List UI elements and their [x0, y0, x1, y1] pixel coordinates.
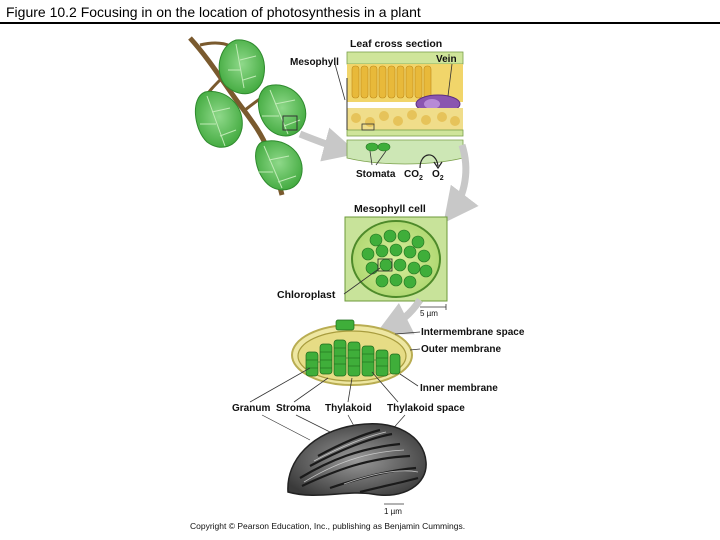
granum-label: Granum — [232, 403, 270, 414]
mesophyll-label: Mesophyll — [290, 57, 339, 68]
outer-membrane-label: Outer membrane — [421, 344, 501, 355]
stomata-label: Stomata — [356, 169, 396, 180]
mesophyll-cell-label: Mesophyll cell — [354, 203, 426, 215]
stroma-label: Stroma — [276, 403, 311, 414]
o2-subscript: 2 — [440, 175, 444, 182]
mesophyll-pointer — [335, 64, 345, 100]
leaf-4 — [256, 141, 303, 190]
leaf-3 — [258, 85, 305, 136]
scale-1um-label: 1 µm — [384, 507, 402, 516]
co2-subscript: 2 — [419, 175, 423, 182]
inner-membrane-pointer — [400, 374, 418, 386]
intermembrane-space-label: Intermembrane space — [421, 327, 525, 338]
leaf-1 — [219, 40, 264, 94]
zoom-arrow-1 — [300, 134, 345, 150]
co2-label: CO2 — [404, 169, 423, 182]
co2-text: CO — [404, 169, 419, 180]
scale-5um-label: 5 µm — [420, 309, 438, 318]
chloroplast-micrograph — [288, 424, 426, 495]
leaf-cross-section-label: Leaf cross section — [350, 38, 442, 50]
thylakoid-label: Thylakoid — [325, 403, 372, 414]
copyright-text: Copyright © Pearson Education, Inc., pub… — [190, 521, 465, 531]
intermembrane-pointer — [395, 332, 420, 334]
zoom-arrow-3 — [388, 300, 420, 328]
vein-label: Vein — [436, 54, 457, 65]
chloroplast-diagram — [292, 320, 412, 385]
stoma-zoom — [347, 140, 463, 164]
inner-membrane-label: Inner membrane — [420, 383, 498, 394]
stroma-pointer — [294, 378, 328, 402]
micrograph-guide-2 — [296, 415, 330, 432]
thylakoid-space-label: Thylakoid space — [387, 403, 465, 414]
chloroplast-label: Chloroplast — [277, 289, 336, 301]
mesophyll-cell — [345, 217, 447, 301]
o2-label: O2 — [432, 169, 444, 182]
